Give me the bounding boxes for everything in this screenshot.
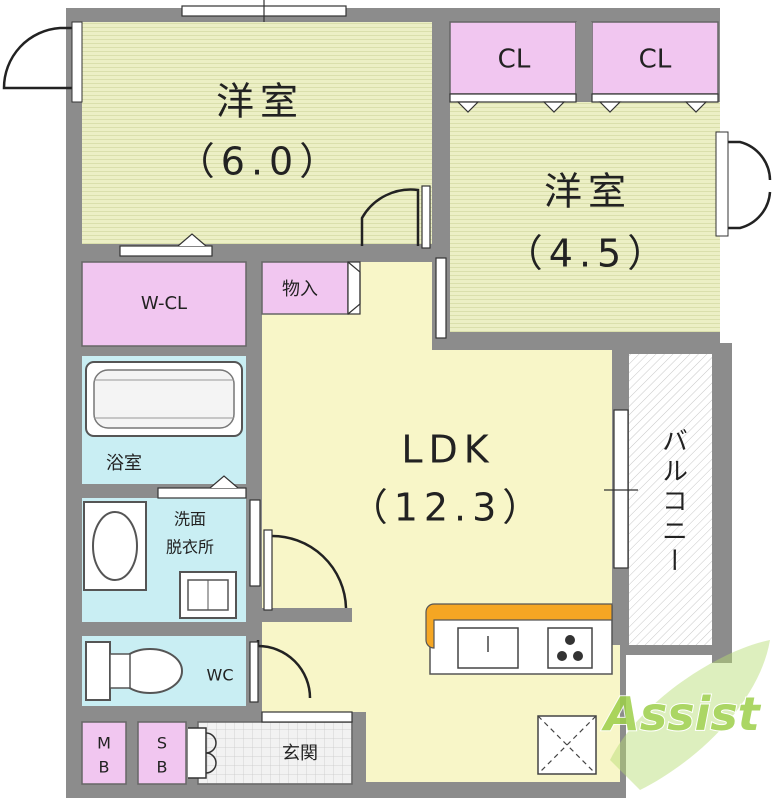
closet-2-doors[interactable]: [591, 93, 719, 103]
shoe-box: [137, 721, 187, 785]
western-room-1-size: （6.0）: [177, 140, 343, 184]
balcony-wall-bottom: [620, 645, 732, 655]
ldk-name: LDK: [401, 428, 494, 472]
washroom-label-2: 脱衣所: [166, 538, 214, 557]
washroom-sliding-door[interactable]: [249, 499, 261, 587]
closet-door-marks: [456, 101, 708, 113]
meter-box: [81, 721, 127, 785]
toilet-tank: [85, 641, 111, 701]
shoe-box-label-1: S: [157, 734, 167, 753]
walk-in-closet: [81, 261, 247, 347]
closet-1: [449, 21, 577, 95]
entrance-floor: [197, 721, 353, 785]
balcony-window[interactable]: [613, 409, 629, 569]
shoe-box-label-2: B: [157, 758, 168, 777]
western-room-2-name: 洋室: [544, 170, 632, 214]
kitchen-upper-cabinet: [425, 603, 613, 649]
room-2-outer-door[interactable]: [720, 140, 772, 230]
bathroom-label: 浴室: [106, 453, 142, 474]
exterior-gap: [720, 8, 740, 353]
closet-2: [591, 21, 719, 95]
room-1-door[interactable]: [421, 185, 431, 249]
balcony-wall-right: [712, 343, 732, 663]
western-room-1-floor: [82, 22, 432, 244]
room-2-sliding-door[interactable]: [435, 257, 447, 339]
entrance-label: 玄関: [282, 743, 318, 764]
storage-label: 物入: [282, 279, 318, 300]
meter-box-label-1: M: [97, 734, 111, 753]
bath-door[interactable]: [157, 487, 247, 499]
western-room-1-name: 洋室: [216, 80, 304, 124]
washroom-label-1: 洗面: [174, 510, 206, 529]
stove: [547, 627, 593, 669]
meter-box-label-2: B: [99, 758, 110, 777]
watermark-text: Assist: [601, 687, 762, 741]
room-1-outer-door[interactable]: [2, 26, 80, 90]
balcony-area: [627, 352, 721, 654]
wcl-door[interactable]: [119, 245, 213, 257]
washroom-door[interactable]: [263, 529, 273, 611]
balcony-label: バルコニー: [658, 427, 688, 577]
closet-2-label: CL: [639, 45, 672, 75]
watermark-logo: Assist: [600, 640, 770, 790]
toilet-label: WC: [207, 666, 234, 685]
door-swings: [256, 188, 420, 699]
hallway-floor: [262, 622, 352, 712]
stove-burners: [557, 635, 583, 661]
entrance-door[interactable]: [188, 727, 207, 779]
walk-in-closet-label: W-CL: [141, 293, 187, 314]
western-room-2-size: （4.5）: [505, 232, 671, 276]
exterior-bottom-right: [626, 653, 775, 800]
closet-1-doors[interactable]: [449, 93, 577, 103]
toilet-door[interactable]: [249, 641, 259, 703]
closet-1-label: CL: [498, 45, 531, 75]
ldk-size: （12.3）: [350, 486, 547, 530]
western-room-2-floor: [450, 102, 720, 332]
